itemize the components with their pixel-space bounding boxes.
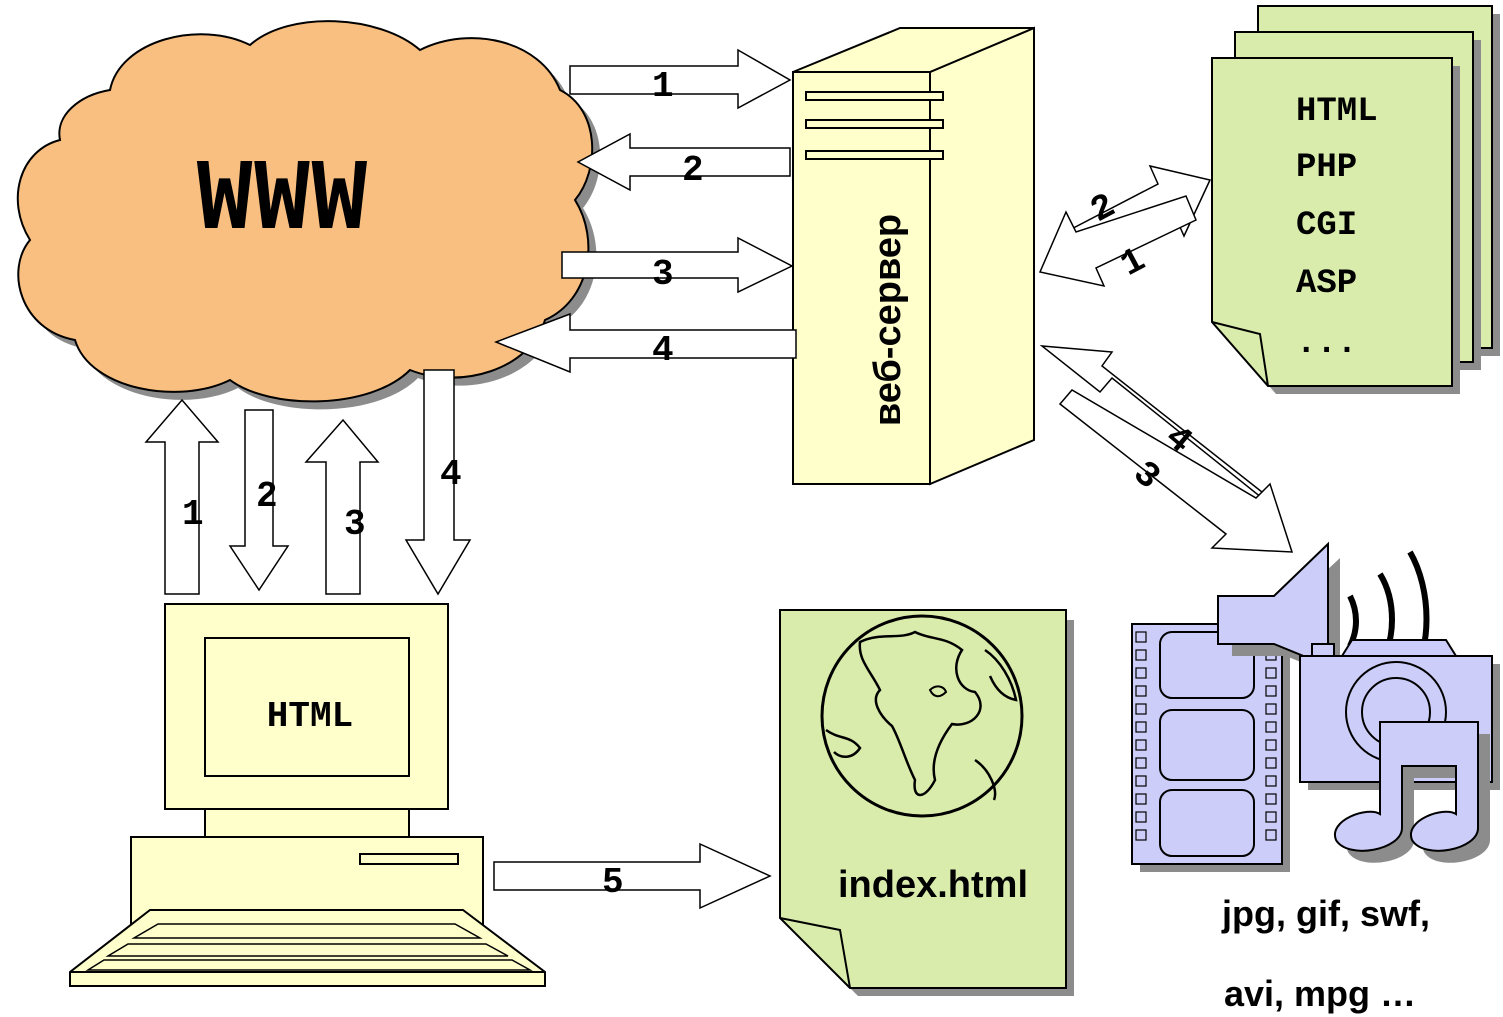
arrow-up — [144, 398, 220, 595]
globe-icon — [820, 614, 1024, 818]
arrows-server-media — [1039, 345, 1294, 553]
music-note-icon — [1334, 721, 1490, 863]
arrow-up — [304, 418, 380, 595]
client-computer: HTML — [69, 603, 546, 987]
drive-bay — [805, 119, 944, 129]
arrow-label: 1 — [652, 66, 674, 107]
drive-bay — [805, 150, 944, 160]
arrow-down — [228, 409, 290, 592]
arrow-labels-www-server: 1 2 3 4 — [652, 66, 704, 371]
arrow-label: 4 — [440, 454, 462, 495]
arrow-to-server — [1038, 195, 1197, 288]
cloud-label: WWW — [197, 143, 369, 250]
arrow-left — [493, 312, 797, 374]
screen-label: HTML — [267, 696, 353, 737]
index-page: index.html — [779, 609, 1074, 996]
arrow-right — [561, 236, 794, 294]
arrow-to-media — [1058, 389, 1294, 553]
page-label: index.html — [838, 864, 1028, 906]
script-line: ASP — [1296, 265, 1357, 303]
arrow-label: 2 — [682, 150, 704, 191]
drive-slot — [359, 853, 459, 865]
script-documents: HTML PHP CGI ASP ... — [1211, 5, 1500, 394]
arrows-server-scripts — [1038, 164, 1212, 288]
script-line: HTML — [1296, 93, 1378, 131]
script-line: ... — [1296, 325, 1357, 363]
arrow-to-page — [493, 842, 772, 910]
arrow-right — [569, 48, 792, 110]
monitor-neck — [204, 808, 410, 838]
server-front — [792, 71, 931, 485]
media-caption-line1: jpg, gif, swf, — [1221, 893, 1430, 934]
media-caption-line2: avi, mpg … — [1224, 973, 1416, 1014]
script-doc-front — [1211, 57, 1453, 387]
arrow-to-server — [1039, 345, 1273, 507]
arrow-labels-client-www: 1 2 3 4 — [182, 454, 462, 545]
arrow-down — [404, 369, 472, 596]
arrow-label: 2 — [256, 476, 278, 517]
arrow-label: 3 — [652, 254, 674, 295]
arrow-label: 1 — [182, 494, 204, 535]
server-label: веб-сервер — [867, 214, 909, 426]
script-line: CGI — [1296, 207, 1357, 245]
arrow-label: 5 — [602, 862, 624, 903]
film-strip-icon — [1131, 623, 1290, 872]
arrow-label: 3 — [344, 504, 366, 545]
www-cloud: WWW — [16, 20, 601, 410]
cloud-shape — [16, 20, 594, 403]
media-icons — [1131, 541, 1500, 872]
arrows-client-www — [144, 369, 472, 596]
drive-bay — [805, 91, 944, 101]
server-side — [929, 26, 1035, 486]
arrow-left — [576, 132, 791, 192]
arrow-label: 4 — [652, 330, 674, 371]
arrow-label: 1 — [1114, 239, 1152, 285]
web-server: веб-сервер — [792, 26, 1035, 486]
script-line: PHP — [1296, 149, 1357, 187]
monitor-screen — [204, 637, 410, 777]
arrows-www-server — [493, 48, 797, 374]
